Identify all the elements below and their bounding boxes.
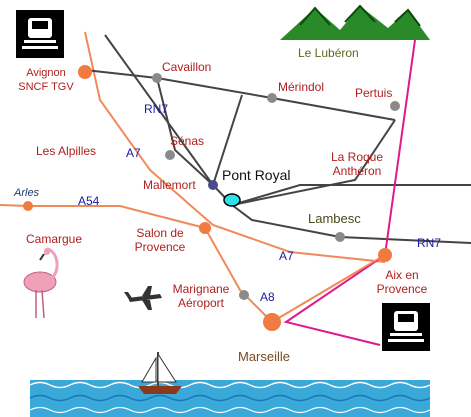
town-label-senas: Sénas [170, 134, 205, 148]
train-station-icon [382, 303, 430, 351]
pont-royal-marker[interactable] [223, 193, 241, 207]
town-label-arles: Arles [14, 187, 40, 199]
road-aix-marseille [271, 254, 386, 323]
marseille-dot[interactable] [263, 313, 281, 331]
lambesc-dot[interactable] [335, 232, 345, 242]
road-avignon-mallemort [104, 34, 214, 186]
town-label-pont-royal: Pont Royal [222, 167, 291, 183]
aix-dot[interactable] [378, 248, 392, 262]
marignane-dot[interactable] [239, 290, 249, 300]
town-label-aix: Aix en Provence [376, 268, 428, 296]
road-label-rn7-north: RN7 [144, 102, 169, 116]
road-label-a54: A54 [78, 194, 100, 208]
road-laroque-east [231, 184, 471, 206]
avignon-dot[interactable] [78, 65, 92, 79]
road-pertuis-laroque [231, 119, 396, 206]
mallemort-dot[interactable] [208, 180, 218, 190]
town-label-pertuis: Pertuis [355, 86, 393, 100]
motorway-a8 [204, 227, 273, 323]
town-label-mallemort: Mallemort [143, 178, 196, 192]
motorway-a54 [0, 204, 206, 229]
town-label-avignon: Avignon SNCF TGV [18, 67, 74, 93]
train-station-icon [16, 10, 64, 58]
pertuis-dot[interactable] [390, 101, 400, 111]
senas-dot[interactable] [165, 150, 175, 160]
town-label-marignane: Marignane Aéroport [172, 282, 230, 310]
cavaillon-dot[interactable] [152, 73, 162, 83]
region-label-alpilles: Les Alpilles [36, 144, 97, 158]
town-label-la-roque: La Roque Anthéron [330, 150, 384, 178]
airplane-icon [124, 286, 162, 310]
arles-dot[interactable] [23, 201, 33, 211]
town-label-cavaillon: Cavaillon [162, 60, 212, 74]
region-label-camargue: Camargue [26, 232, 83, 246]
merindol-dot[interactable] [267, 93, 277, 103]
town-label-merindol: Mérindol [278, 80, 325, 94]
region-label-luberon: Le Lubéron [298, 46, 359, 60]
rail-line [283, 39, 416, 346]
road-label-rn7-east: RN7 [417, 236, 442, 250]
road-label-a7-south: A7 [279, 249, 294, 263]
road-merindol-mallemort [212, 94, 243, 186]
town-label-lambesc: Lambesc [308, 211, 361, 226]
motorway-a7 [84, 31, 386, 263]
sailboat-icon [29, 352, 431, 417]
flamingo-icon [23, 247, 59, 319]
salon-dot[interactable] [199, 222, 211, 234]
mountain-icon [280, 4, 430, 40]
road-label-a7-north: A7 [126, 146, 141, 160]
road-label-a8: A8 [260, 290, 275, 304]
road-avignon-pertuis [84, 69, 396, 121]
town-label-salon: Salon de Provence [134, 226, 186, 254]
road-cavaillon-mallemort [156, 77, 214, 186]
town-label-marseille: Marseille [238, 349, 291, 364]
